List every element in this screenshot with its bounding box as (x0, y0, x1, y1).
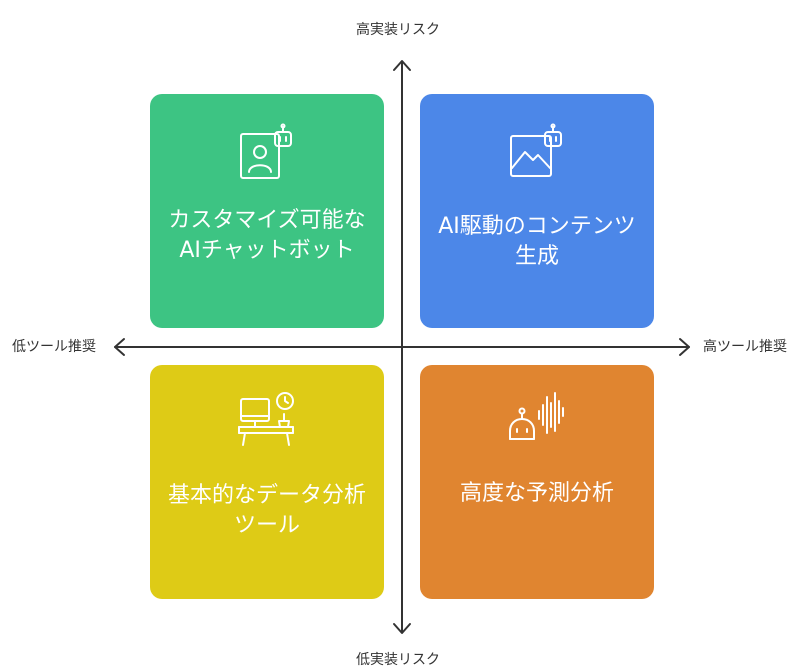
quadrant-bottom-left-label: 基本的なデータ分析ツール (167, 483, 366, 538)
chatbot-user-icon (237, 122, 297, 182)
arrow-down (393, 623, 411, 634)
quadrant-top-left-label: カスタマイズ可能なAIチャットボット (168, 208, 366, 263)
arrow-right (679, 338, 690, 356)
axis-label-right: 高ツール推奨 (703, 339, 787, 355)
quadrant-top-right: AI駆動のコンテンツ生成 (420, 94, 654, 328)
axis-label-top: 高実装リスク (356, 22, 440, 38)
image-bot-icon (507, 122, 567, 182)
quadrant-top-left: カスタマイズ可能なAIチャットボット (150, 94, 384, 328)
quadrant-bottom-left: 基本的なデータ分析ツール (150, 365, 384, 599)
quadrant-top-right-label: AI駆動のコンテンツ生成 (438, 214, 636, 269)
desk-clock-icon (237, 389, 297, 449)
arrow-left (114, 338, 125, 356)
quadrant-bottom-right: 高度な予測分析 (420, 365, 654, 599)
robot-soundwave-icon (507, 389, 567, 449)
axis-label-bottom: 低実装リスク (356, 652, 440, 668)
quadrant-bottom-right-label: 高度な予測分析 (459, 481, 614, 506)
axis-label-left: 低ツール推奨 (12, 339, 96, 355)
arrow-up (393, 60, 411, 71)
